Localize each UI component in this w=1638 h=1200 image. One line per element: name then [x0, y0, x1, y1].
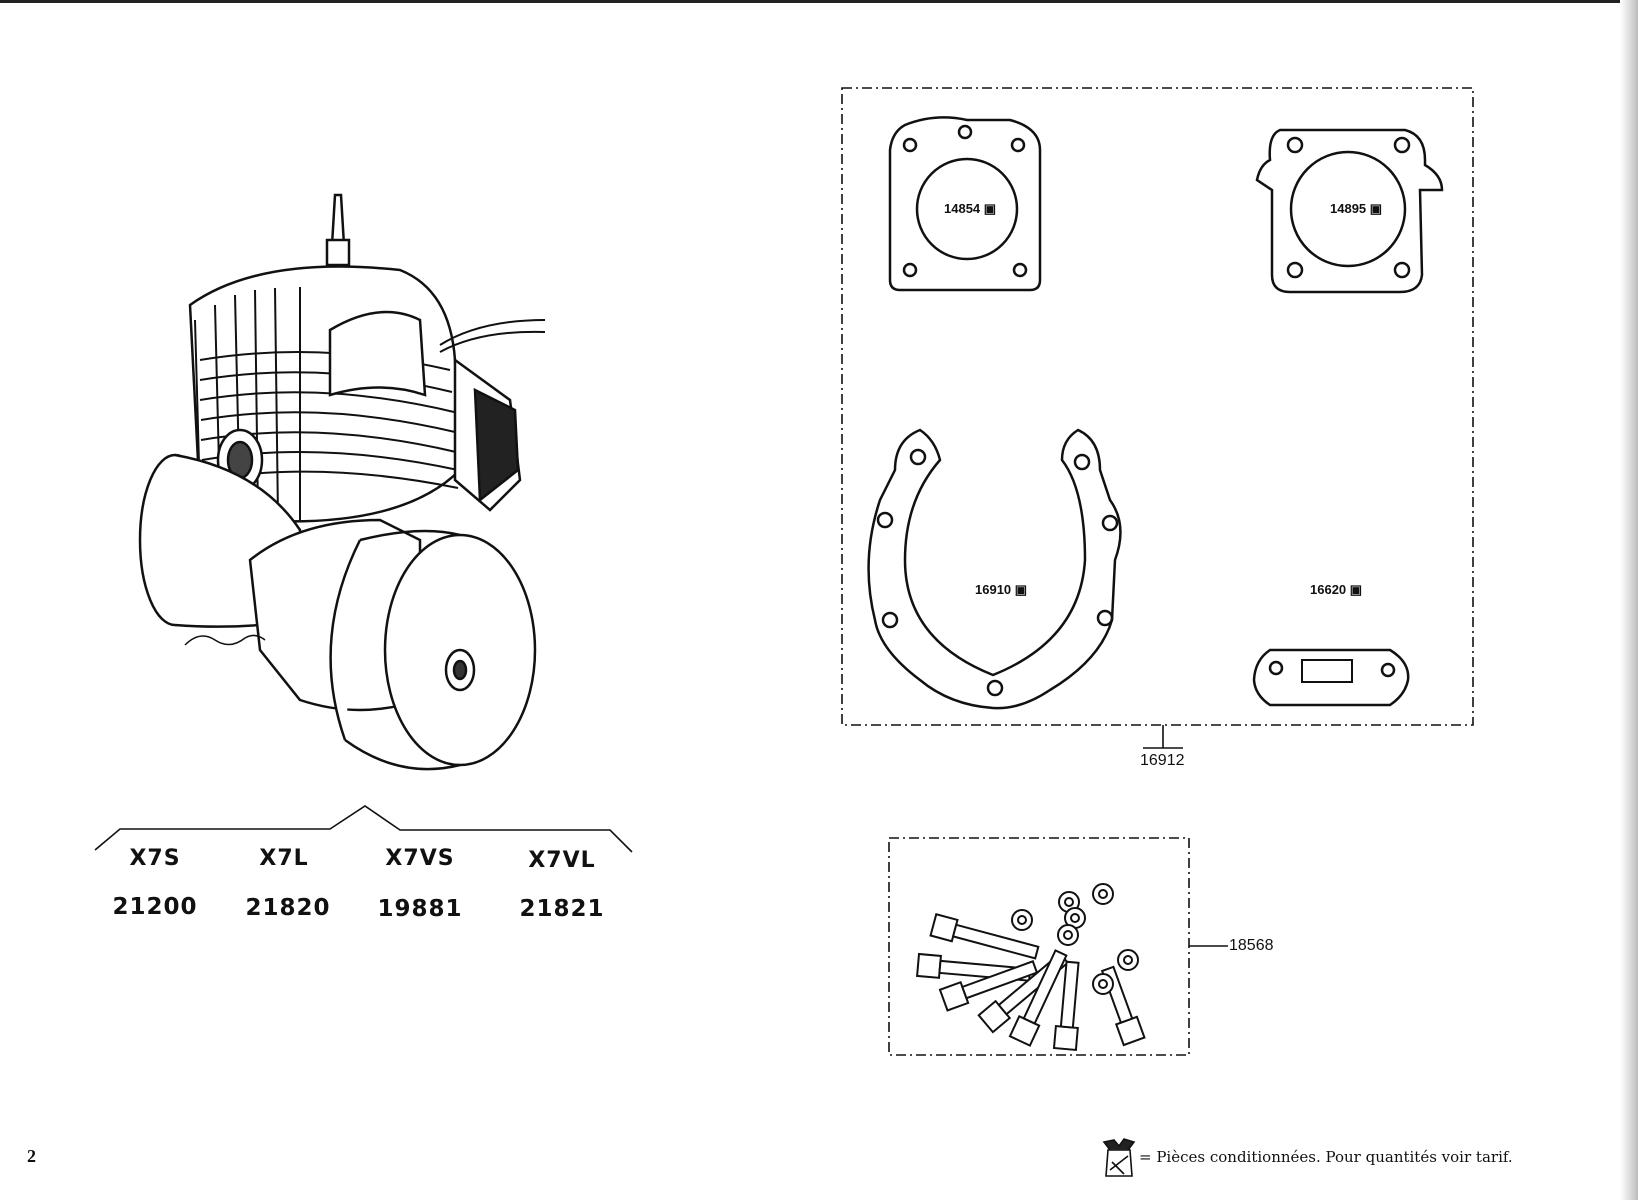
part-label-16910: 16910 ▣ — [975, 582, 1028, 597]
model-name: X7VL — [528, 848, 596, 873]
model-code: 21820 — [245, 895, 331, 921]
part-label-16620: 16620 ▣ — [1310, 582, 1363, 597]
page-binding-edge — [1620, 0, 1638, 1200]
page-top-border — [0, 0, 1638, 3]
packaged-bag-icon: ▣ — [983, 201, 997, 216]
gasket-set-frame — [841, 87, 1474, 726]
packaged-bag-icon: ▣ — [1349, 582, 1363, 597]
model-name: X7VS — [385, 846, 455, 871]
model-brace — [94, 805, 633, 853]
hardware-set-ref: 18568 — [1229, 937, 1274, 954]
engine-illustration — [138, 193, 546, 771]
part-label-14854: 14854 ▣ — [944, 201, 997, 216]
gasket-14895 — [1255, 128, 1444, 294]
model-name: X7S — [129, 846, 181, 871]
part-label-14895: 14895 ▣ — [1330, 201, 1383, 216]
bolts-and-nuts — [916, 883, 1146, 1051]
model-code: 21200 — [112, 894, 198, 920]
model-code: 19881 — [377, 896, 463, 922]
gasket-16910 — [867, 428, 1122, 710]
gasket-14854 — [888, 116, 1042, 292]
page-number: 2 — [27, 1146, 36, 1166]
model-name: X7L — [259, 846, 309, 871]
gasket-16620 — [1252, 648, 1410, 707]
model-code: 21821 — [519, 896, 605, 922]
packaged-bag-icon — [1102, 1138, 1136, 1177]
packaged-bag-icon: ▣ — [1369, 201, 1383, 216]
packaged-parts-legend: = Pièces conditionnées. Pour quantités v… — [1139, 1148, 1513, 1166]
packaged-bag-icon: ▣ — [1014, 582, 1028, 597]
gasket-set-ref: 16912 — [1140, 752, 1185, 769]
